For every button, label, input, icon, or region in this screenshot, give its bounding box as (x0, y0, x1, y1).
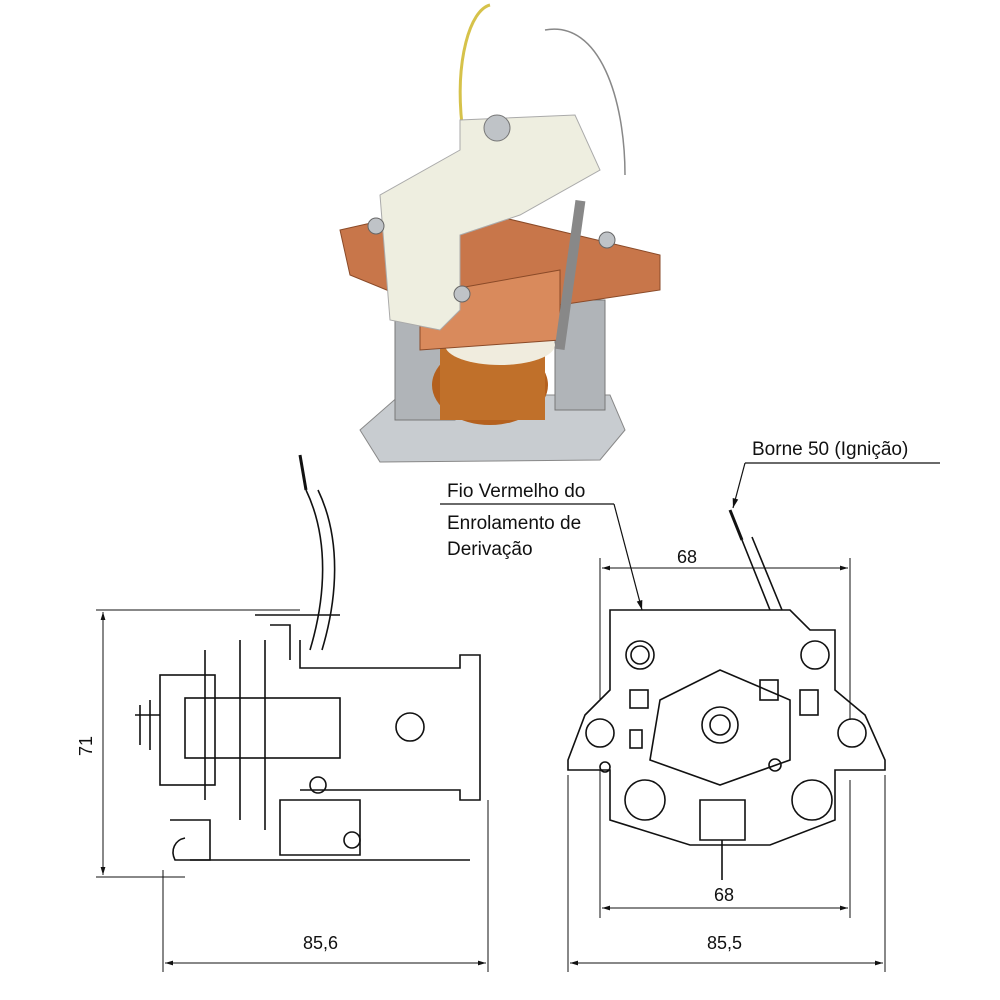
side-length-dimension: 85,6 (303, 933, 339, 953)
red-wire-label-line3: Derivação (447, 539, 533, 560)
side-height-dimension: 71 (76, 735, 97, 757)
front-top-width-dimension: 68 (677, 547, 698, 567)
front-view-drawing (567, 509, 886, 880)
callout-leaders (440, 462, 940, 611)
front-dimensions (567, 558, 886, 972)
product-photo (339, 3, 661, 463)
side-view-drawing (135, 454, 481, 861)
red-wire-label-line2: Enrolamento de (447, 513, 582, 534)
terminal-50-label: Borne 50 (Ignição) (752, 439, 909, 460)
front-total-width-dimension: 85,5 (707, 933, 743, 953)
front-bottom-width-dimension: 68 (714, 885, 735, 905)
red-wire-label-line1: Fio Vermelho do (447, 481, 586, 502)
side-dimensions (96, 609, 489, 972)
